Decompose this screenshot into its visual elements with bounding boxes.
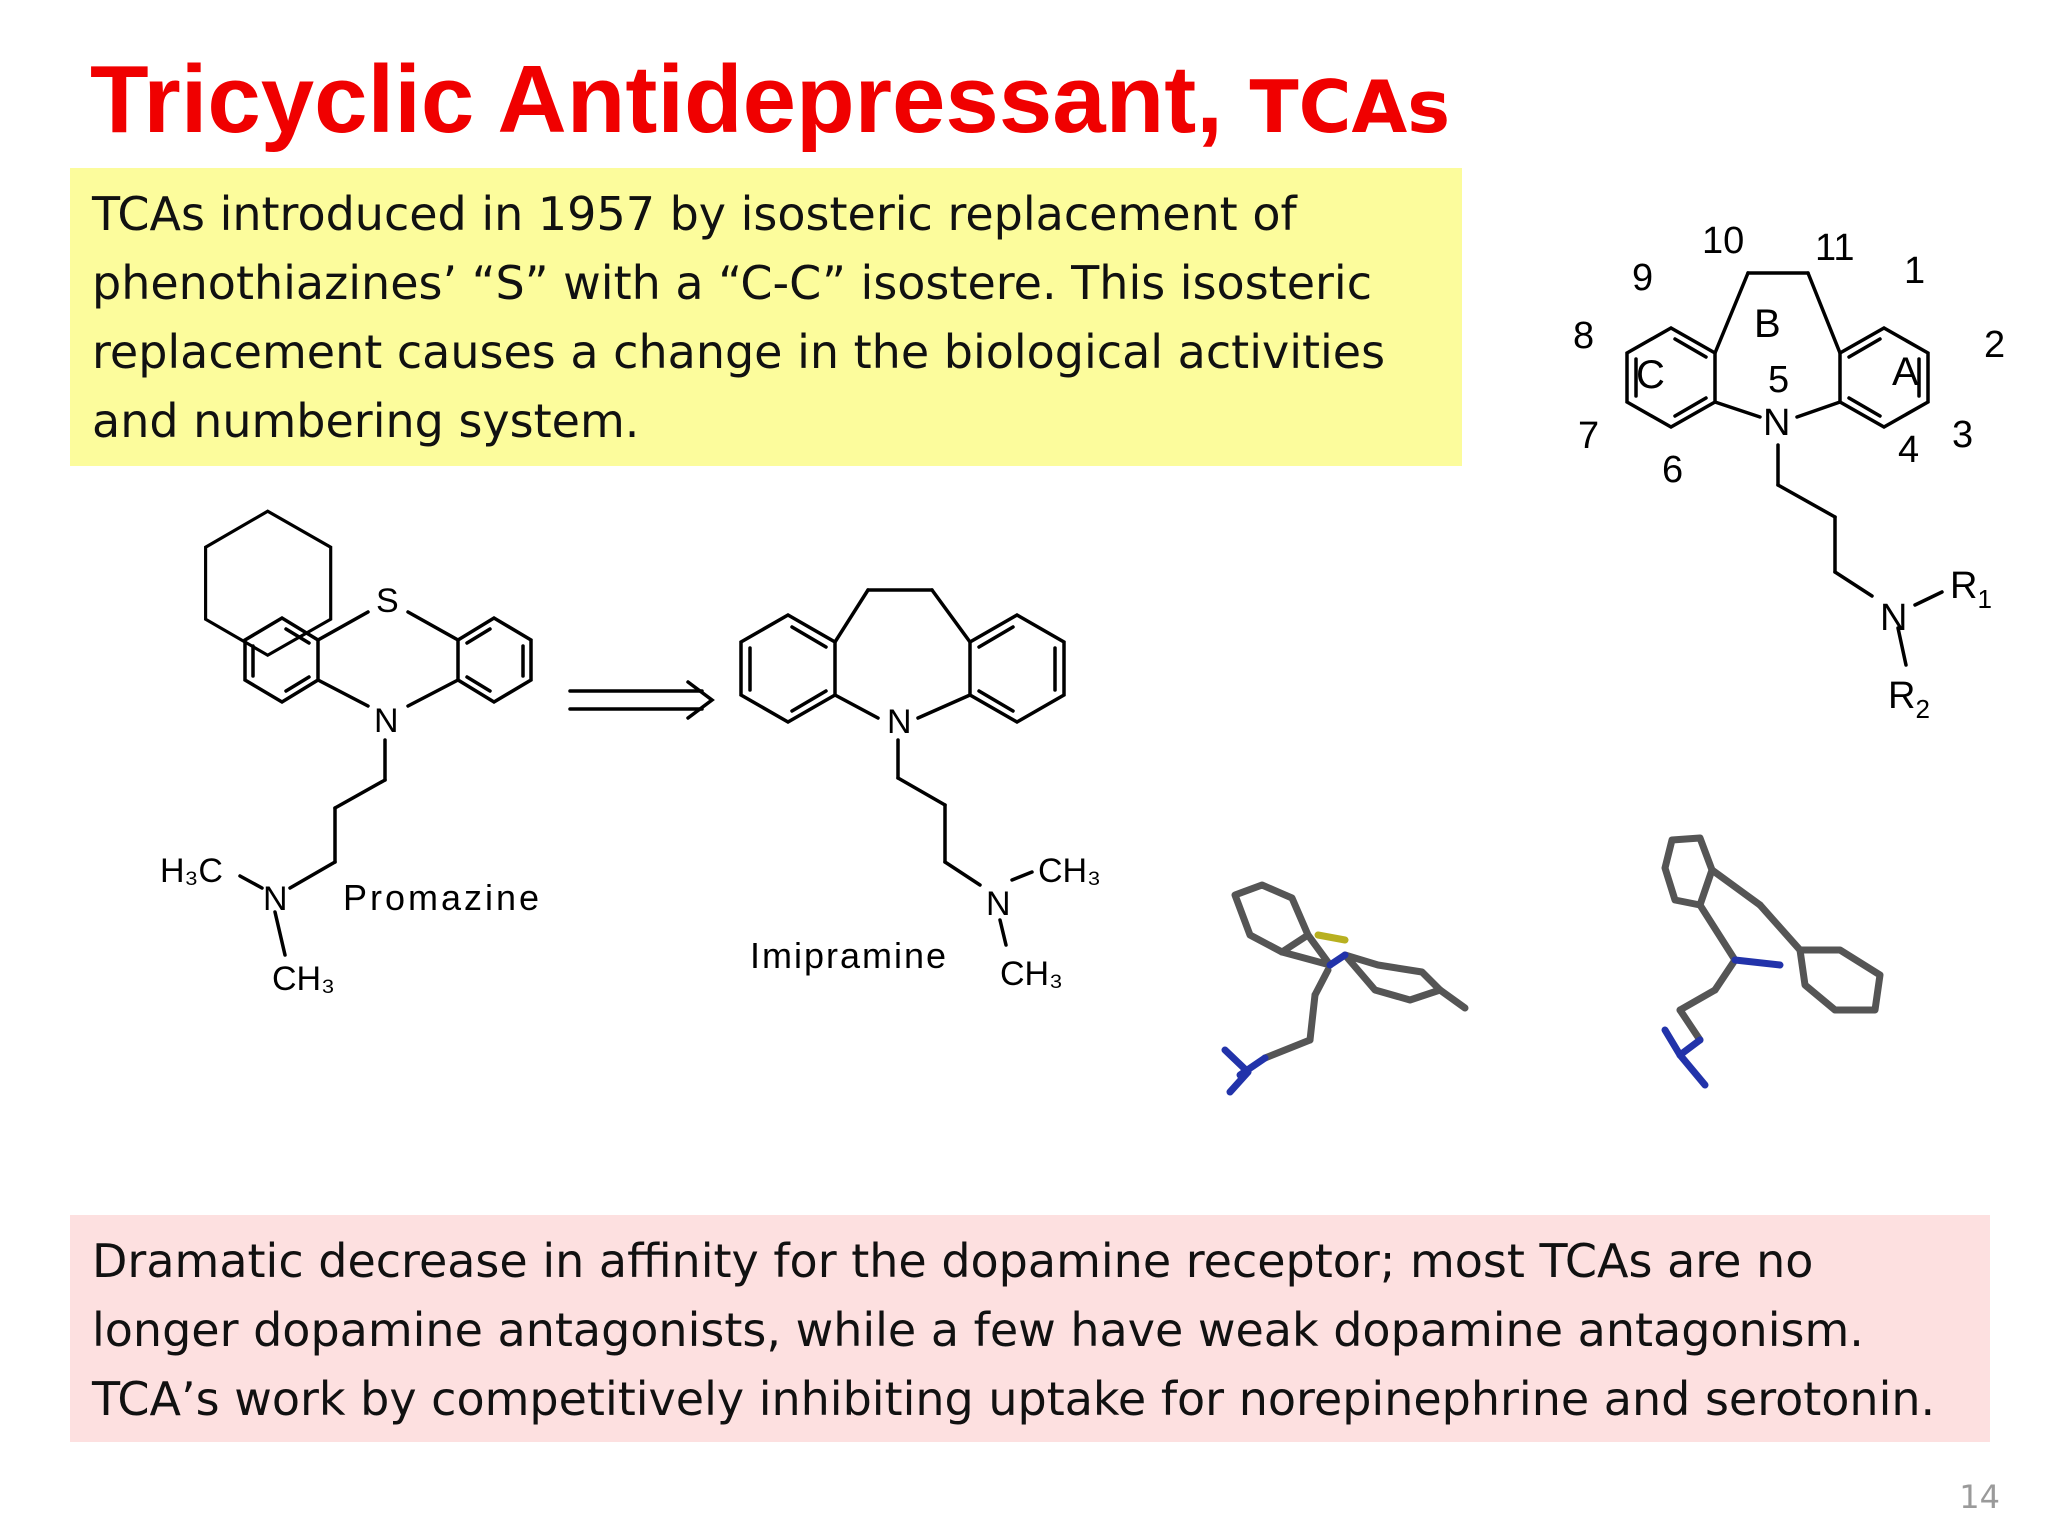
promazine-name: Promazine — [343, 877, 542, 918]
page-number: 14 — [1959, 1478, 2000, 1516]
summary-line: TCA’s work by competitively inhibiting u… — [92, 1372, 1936, 1426]
intro-line: replacement causes a change in the biolo… — [92, 325, 1386, 379]
position-2: 2 — [1984, 324, 2005, 366]
position-11: 11 — [1815, 227, 1854, 269]
ring-label-a: A — [1892, 350, 1919, 394]
ring-label-c: C — [1636, 353, 1665, 397]
position-4: 4 — [1898, 429, 1919, 471]
intro-text-box: TCAs introduced in 1957 by isosteric rep… — [70, 168, 1462, 466]
promazine-structure: S N N H₃C CH₃ Promazine — [160, 509, 542, 998]
position-3: 3 — [1952, 414, 1973, 456]
intro-line: phenothiazines’ “S” with a “C-C” isoster… — [92, 256, 1372, 310]
promazine-ring-nitrogen: N — [374, 702, 399, 740]
numbering-ring-nitrogen: N — [1763, 402, 1790, 444]
position-5: 5 — [1768, 359, 1789, 401]
imipramine-3d-model — [1661, 834, 1884, 1089]
imipramine-methyl-top: CH₃ — [1038, 852, 1101, 890]
intro-line: and numbering system. — [92, 394, 640, 448]
position-8: 8 — [1573, 315, 1594, 357]
imipramine-structure: N N CH₃ CH₃ Imipramine — [739, 588, 1101, 993]
title-main: Tricyclic Antidepressant, — [90, 46, 1250, 153]
position-1: 1 — [1904, 250, 1925, 292]
slide-title: Tricyclic Antidepressant, TCAs — [90, 42, 1450, 157]
position-6: 6 — [1662, 449, 1683, 491]
summary-line: longer dopamine antagonists, while a few… — [92, 1303, 1864, 1357]
position-7: 7 — [1578, 415, 1599, 457]
numbering-amine-nitrogen: N — [1880, 597, 1907, 639]
imipramine-amine-nitrogen: N — [986, 885, 1011, 923]
position-10: 10 — [1702, 220, 1744, 262]
conversion-arrow — [568, 680, 715, 720]
tca-numbering-scaffold: 1 2 3 4 5 6 7 8 9 10 11 A B C N N R1 R2 — [1573, 220, 2005, 724]
imipramine-ring-nitrogen: N — [887, 703, 912, 741]
r2-label: R2 — [1888, 675, 1930, 724]
promazine-amine-nitrogen: N — [263, 880, 288, 918]
promazine-methyl-bottom: CH₃ — [272, 960, 335, 998]
ring-label-b: B — [1754, 302, 1781, 346]
r1-label: R1 — [1950, 565, 1992, 614]
position-9: 9 — [1632, 257, 1653, 299]
promazine-sulfur-label: S — [376, 582, 399, 620]
promazine-methyl-top: H₃C — [160, 852, 223, 890]
summary-text-box: Dramatic decrease in affinity for the do… — [70, 1215, 1990, 1442]
intro-line: TCAs introduced in 1957 by isosteric rep… — [92, 187, 1297, 241]
promazine-3d-model — [1221, 881, 1469, 1096]
summary-line: Dramatic decrease in affinity for the do… — [92, 1234, 1814, 1288]
title-abbreviation: TCAs — [1249, 65, 1451, 149]
imipramine-name: Imipramine — [750, 935, 948, 976]
imipramine-methyl-bottom: CH₃ — [1000, 955, 1063, 993]
